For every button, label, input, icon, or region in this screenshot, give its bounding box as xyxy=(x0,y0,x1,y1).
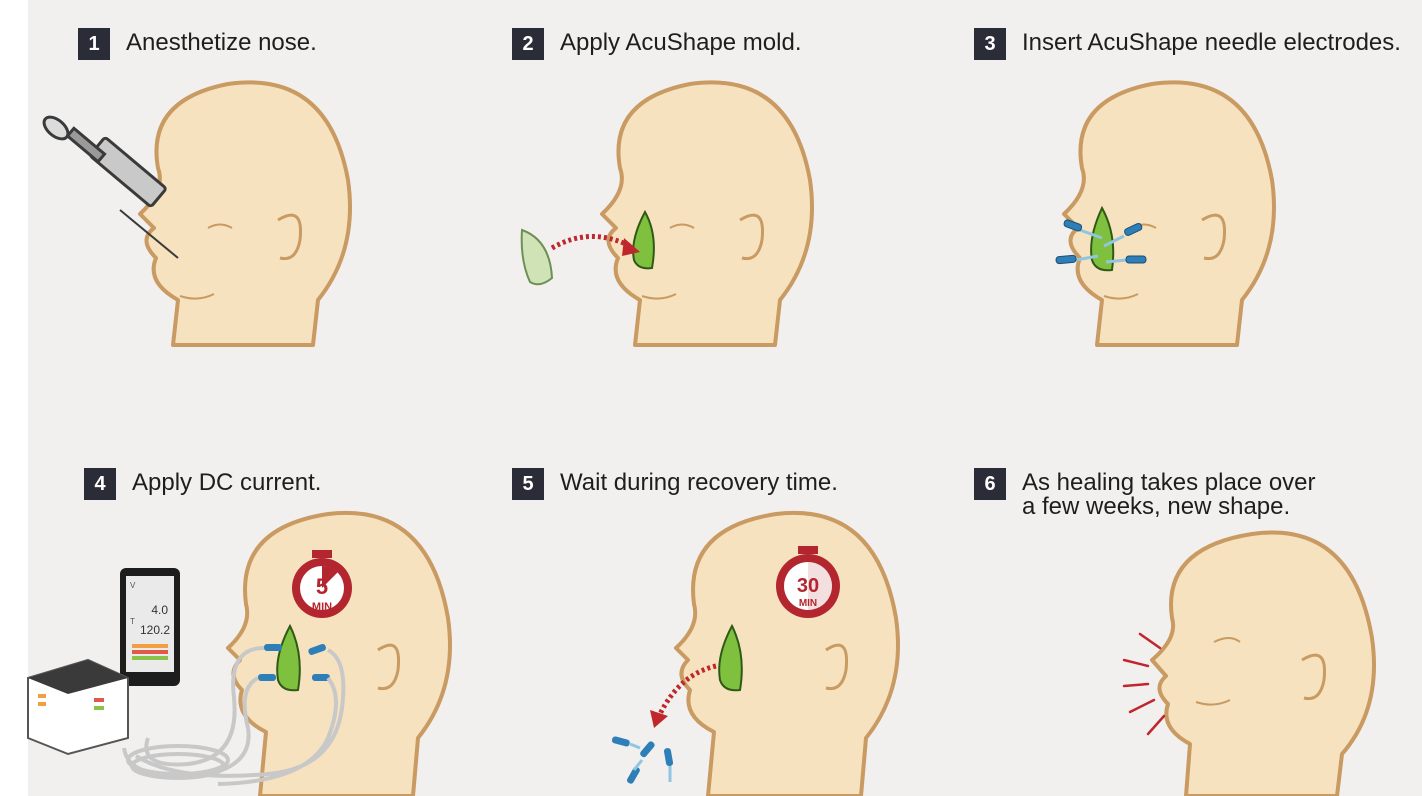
step-2-illustration xyxy=(490,0,950,396)
head-1 xyxy=(140,82,350,345)
tablet-label-t: T xyxy=(130,617,135,626)
head-3 xyxy=(1064,82,1274,345)
head-4 xyxy=(228,513,450,796)
step-1-panel: 1 Anesthetize nose. xyxy=(28,0,488,396)
tablet-readout-2: 120.2 xyxy=(140,623,170,637)
tablet-label-v: V xyxy=(130,581,136,590)
timer-value: 30 xyxy=(797,575,819,597)
step-2-panel: 2 Apply AcuShape mold. xyxy=(490,0,950,396)
tablet-readout-1: 4.0 xyxy=(151,603,168,617)
mold-piece xyxy=(522,230,552,284)
instruction-diagram: 1 Anesthetize nose. 2 Apply AcuShape mol… xyxy=(28,0,1422,796)
timer-unit: MIN xyxy=(799,598,817,609)
step-6-panel: 6 As healing takes place over a few week… xyxy=(952,398,1412,794)
head-6 xyxy=(1152,533,1374,796)
step-3-panel: 3 Insert AcuShape needle electrodes. xyxy=(952,0,1412,396)
step-6-illustration xyxy=(952,398,1412,794)
step-4-panel: 4 Apply DC current. 5 MIN xyxy=(28,398,488,794)
step-1-illustration xyxy=(28,0,488,396)
arrowhead-icon xyxy=(650,710,668,728)
step-3-illustration xyxy=(952,0,1412,396)
control-box-icon xyxy=(28,660,128,754)
tablet-icon: V 4.0 T 120.2 xyxy=(120,568,180,686)
timer-value: 5 xyxy=(316,574,328,599)
step-5-panel: 5 Wait during recovery time. 30 MIN xyxy=(490,398,950,794)
emphasis-lines-icon xyxy=(1124,634,1164,734)
step-5-illustration: 30 MIN xyxy=(490,398,950,794)
removed-needles-icon xyxy=(611,736,673,785)
head-2 xyxy=(602,82,812,345)
head-5 xyxy=(676,513,898,796)
step-4-illustration: 5 MIN V 4.0 xyxy=(28,398,488,794)
timer-unit: MIN xyxy=(312,601,332,613)
